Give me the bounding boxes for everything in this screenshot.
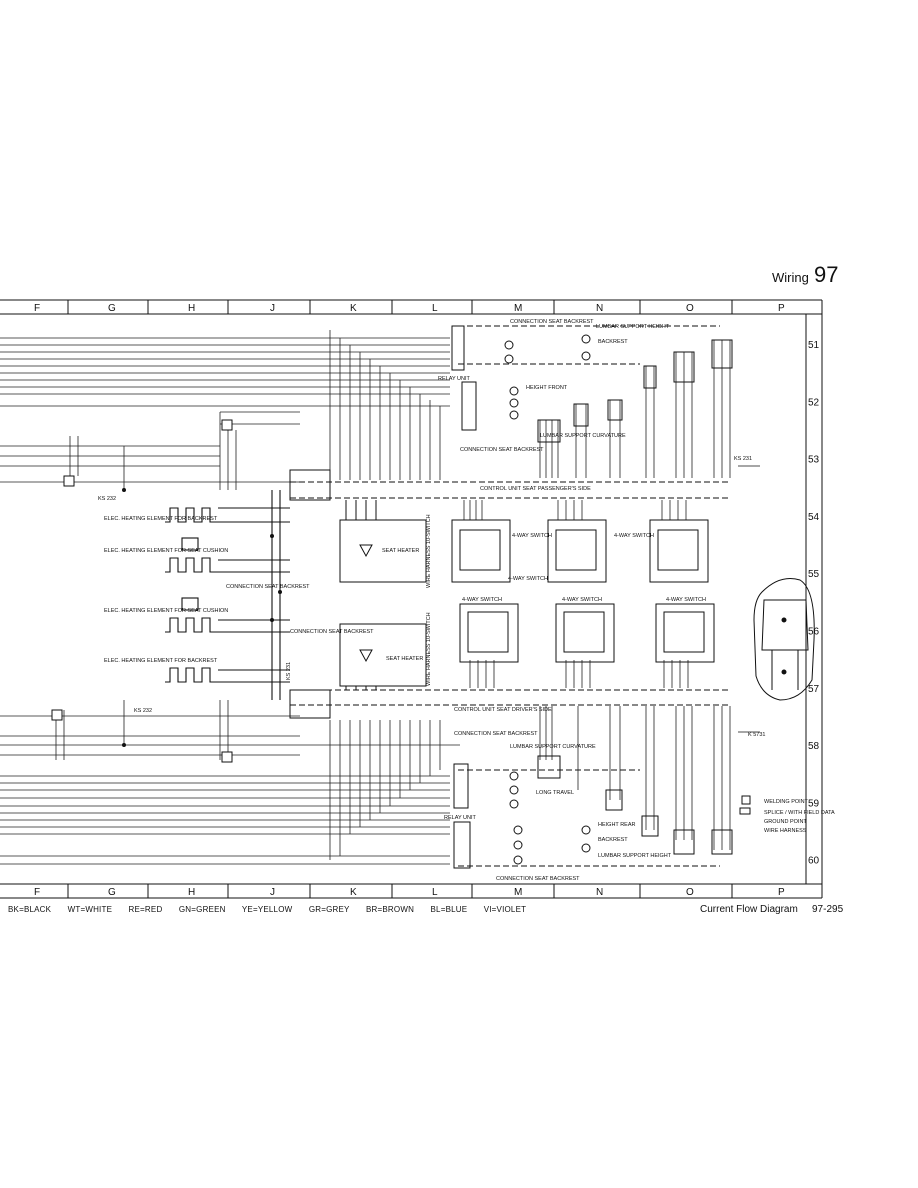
label-four-way-4: 4-WAY SWITCH (462, 597, 502, 603)
row-number: 53 (808, 455, 820, 466)
row-number: 51 (808, 340, 820, 351)
column-letter: M (514, 303, 522, 314)
label-control-unit-pass: CONTROL UNIT SEAT PASSENGER'S SIDE (480, 486, 591, 492)
row-number: 55 (808, 569, 820, 580)
label-height-rear: HEIGHT REAR (598, 822, 636, 828)
label-height-front-top: HEIGHT FRONT (526, 385, 568, 391)
label-four-way-5: 4-WAY SWITCH (562, 597, 602, 603)
label-four-way-6: 4-WAY SWITCH (666, 597, 706, 603)
column-letter: N (596, 303, 603, 314)
column-letter: H (188, 303, 195, 314)
label-relay-unit-top: RELAY UNIT (438, 376, 471, 382)
label-heat-cushion-1: ELEC. HEATING ELEMENT FOR SEAT CUSHION (104, 548, 228, 554)
row-number: 52 (808, 397, 820, 408)
row-number: 60 (808, 856, 820, 867)
column-letter: F (34, 887, 40, 898)
column-letter: K (350, 887, 357, 898)
label-relay-unit-bot: RELAY UNIT (444, 815, 477, 821)
label-lumbar-support-height-top: LUMBAR SUPPORT HEIGHT (596, 324, 670, 330)
label-four-way-1: 4-WAY SWITCH (512, 533, 552, 539)
label-seat-heater-2: SEAT HEATER (386, 656, 423, 662)
label-ks232-bot: KS 232 (134, 708, 152, 714)
legend-item: GR=GREY (308, 905, 350, 914)
legend-item: GN=GREEN (178, 905, 226, 914)
legend-item: YE=YELLOW (241, 905, 293, 914)
row-number: 58 (808, 741, 820, 752)
label-wire-harness-2: WIRE HARNESS 10-SWITCH (426, 612, 432, 686)
row-number: 54 (808, 512, 820, 523)
label-control-unit-driver: CONTROL UNIT SEAT DRIVER'S SIDE (454, 707, 552, 713)
section-title: Wiring (772, 270, 809, 285)
label-four-way-2: 4-WAY SWITCH (614, 533, 654, 539)
legend-item: VI=VIOLET (483, 905, 527, 914)
label-backrest-bot: BACKREST (598, 837, 628, 843)
legend-item: BK=BLACK (8, 905, 52, 914)
label-conn-seat-backrest-left: CONNECTION SEAT BACKREST (226, 584, 310, 590)
label-k5731: K 5731 (748, 732, 765, 738)
key-welding-point: WELDING POINT (764, 799, 809, 805)
column-letter: J (270, 303, 275, 314)
column-letter: O (686, 303, 694, 314)
label-conn-seat-backrest-mid: CONNECTION SEAT BACKREST (460, 447, 544, 453)
label-ks231: KS 231 (734, 456, 752, 462)
label-heat-backrest-2: ELEC. HEATING ELEMENT FOR BACKREST (104, 658, 218, 664)
column-letter: P (778, 887, 785, 898)
label-wire-harness-1: WIRE HARNESS 10-SWITCH (426, 514, 432, 588)
label-conn-seat-backrest-left2: CONNECTION SEAT BACKREST (290, 629, 374, 635)
label-long-travel: LONG TRAVEL (536, 790, 574, 796)
page-number: 97 (814, 262, 839, 287)
column-letter: K (350, 303, 357, 314)
row-number: 59 (808, 798, 820, 809)
label-conn-seat-backrest-bot1: CONNECTION SEAT BACKREST (454, 731, 538, 737)
label-seat-heater-1: SEAT HEATER (382, 548, 419, 554)
label-conn-seat-backrest-bot2: CONNECTION SEAT BACKREST (496, 876, 580, 882)
label-ks232-top: KS 232 (98, 496, 116, 502)
label-lumbar-curvature-top: LUMBAR SUPPORT CURVATURE (540, 433, 626, 439)
key-splice: SPLICE / WITH FIELD DATA (764, 810, 835, 816)
label-backrest-top: BACKREST (598, 339, 628, 345)
key-wire-harness: WIRE HARNESS (764, 828, 807, 834)
legend-item: WT=WHITE (67, 905, 113, 914)
column-letter: M (514, 887, 522, 898)
label-lumbar-height-bot: LUMBAR SUPPORT HEIGHT (598, 853, 672, 859)
label-four-way-3: 4-WAY SWITCH (508, 576, 548, 582)
label-heat-cushion-2: ELEC. HEATING ELEMENT FOR SEAT CUSHION (104, 608, 228, 614)
legend-item: RE=RED (128, 905, 163, 914)
column-letter: J (270, 887, 275, 898)
column-letter: N (596, 887, 603, 898)
diagram-title: Current Flow Diagram (700, 904, 798, 915)
label-lumbar-curvature-bot: LUMBAR SUPPORT CURVATURE (510, 744, 596, 750)
column-letter: G (108, 303, 116, 314)
column-letter: P (778, 303, 785, 314)
legend-item: BR=BROWN (366, 905, 415, 914)
column-letter: F (34, 303, 40, 314)
column-letter: L (432, 303, 438, 314)
column-letter: G (108, 887, 116, 898)
legend-item: BL=BLUE (430, 905, 468, 914)
diagram-number: 97-295 (812, 904, 844, 915)
color-legend: BK=BLACK WT=WHITE RE=RED GN=GREEN YE=YEL… (8, 905, 540, 914)
column-letter: L (432, 887, 438, 898)
label-ks231-mid: KS 231 (286, 662, 292, 680)
row-number: 57 (808, 684, 820, 695)
key-ground-point: GROUND POINT (764, 819, 807, 825)
label-heat-backrest-1: ELEC. HEATING ELEMENT FOR BACKREST (104, 516, 218, 522)
label-conn-seat-backrest-top: CONNECTION SEAT BACKREST (510, 319, 594, 325)
column-letter: O (686, 887, 694, 898)
column-letter: H (188, 887, 195, 898)
